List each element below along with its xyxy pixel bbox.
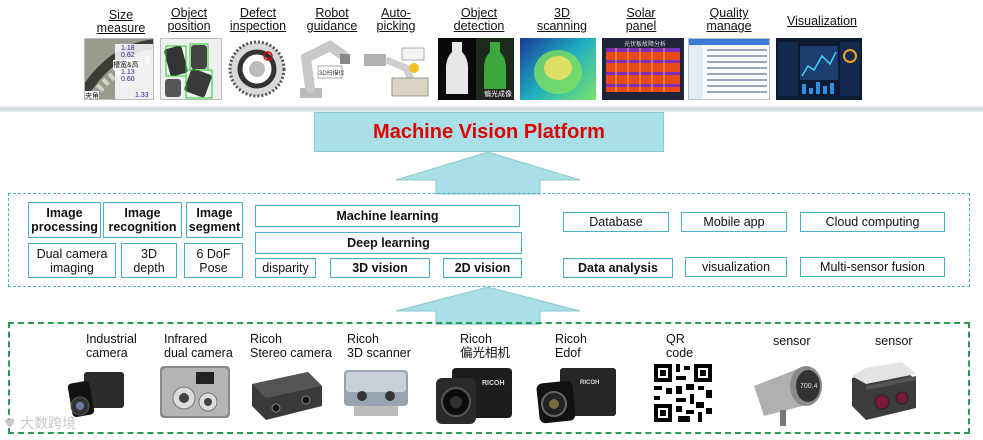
app-label-solar: Solar panel: [625, 6, 657, 33]
size-value-a: 1.18: [121, 45, 135, 52]
infrared-camera-image: [160, 366, 230, 418]
hw-label-sensor2: sensor: [875, 334, 913, 348]
defect-inspection-image: [226, 38, 288, 100]
app-label-defect: Defect inspection: [229, 6, 287, 33]
size-value-b: 0.62: [121, 52, 135, 59]
robot-guidance-graphic: [300, 40, 350, 98]
edof-ricoh-logo: RICOH: [580, 380, 600, 386]
image-recognition-box: Image recognition: [103, 202, 182, 238]
hw-label-infrared: Infrared dual camera: [164, 332, 233, 360]
app-label-scan3d: 3D scanning: [536, 6, 588, 33]
hw-label-scanner: Ricoh 3D scanner: [347, 332, 411, 360]
size-value-e: 0.60: [121, 76, 135, 83]
dof-6-pose-box: 6 DoF Pose: [184, 243, 243, 278]
qr-code-image: [652, 362, 714, 424]
deep-learning-box: Deep learning: [255, 232, 522, 254]
solar-panel-image: 光伏板故障分析: [602, 38, 684, 100]
visualization-image: [776, 38, 862, 100]
vision-3d-box: 3D vision: [330, 258, 430, 278]
sensor-laser-image: [852, 362, 916, 420]
core-technology-panel: [8, 193, 970, 287]
vision-2d-box: 2D vision: [443, 258, 522, 278]
hw-label-qr: QR code: [666, 332, 694, 360]
watermark-logo: ♥ 大数跨境: [4, 413, 76, 433]
dual-camera-imaging-box: Dual camera imaging: [28, 243, 116, 278]
robot-guidance-image: 3D扫描仪: [292, 38, 360, 100]
depth-3d-box: 3D depth: [121, 243, 177, 278]
stereo-camera-image: [252, 372, 322, 420]
quality-manage-image: [688, 38, 770, 100]
platform-divider: [0, 106, 983, 112]
size-value-g: 1.33: [135, 92, 149, 99]
polar-ricoh-logo: RICOH: [482, 380, 505, 387]
object-position-graphic: [161, 39, 221, 99]
auto-picking-graphic: [364, 47, 429, 97]
solar-panel-title: 光伏板故障分析: [624, 42, 667, 48]
auto-picking-image: [362, 38, 432, 100]
watermark-text: 大数跨境: [20, 416, 77, 432]
hardware-panel: [8, 322, 970, 434]
app-label-position: Object position: [167, 6, 211, 33]
multi-sensor-fusion-box: Multi-sensor fusion: [800, 257, 945, 277]
object-detection-image: 偏光成像: [438, 38, 514, 100]
hw-label-polar: Ricoh 偏光相机: [460, 332, 511, 360]
robot-scanner-tag: 3D扫描仪: [319, 71, 345, 77]
scanning-3d-image: [520, 38, 596, 100]
up-arrow-core: [395, 286, 581, 325]
data-analysis-box: Data analysis: [563, 258, 673, 278]
hw-label-stereo: Ricoh Stereo camera: [250, 332, 332, 360]
scanning-3d-graphic: [534, 50, 582, 94]
industrial-camera-image: [67, 372, 124, 418]
machine-vision-platform-title: Machine Vision Platform: [314, 112, 664, 152]
app-label-visual: Visualization: [787, 14, 857, 28]
object-detection-graphic: [438, 38, 514, 100]
database-box: Database: [563, 212, 669, 232]
sensor-display-value: 700.4: [800, 383, 818, 390]
size-value-d: 1.13: [121, 69, 135, 76]
size-tag-slot: 槽宽&高: [113, 60, 139, 70]
quality-manage-graphic: [689, 39, 769, 99]
sensor-thermometer-image: [754, 366, 822, 426]
hw-label-industrial: Industrial camera: [86, 332, 137, 360]
disparity-box: disparity: [255, 258, 316, 278]
app-label-size: Size measure: [96, 8, 146, 35]
size-tag-angle: 夹角: [85, 91, 99, 100]
app-label-detect: Object detection: [453, 6, 505, 33]
app-label-robot: Robot guidance: [306, 6, 358, 33]
hw-label-sensor1: sensor: [773, 334, 811, 348]
image-segment-box: Image segment: [186, 202, 243, 238]
solar-panel-graphic: [606, 48, 680, 92]
edof-camera-image: [536, 368, 616, 424]
object-position-image: [160, 38, 222, 100]
defect-inspection-graphic: [228, 40, 286, 98]
scanner-3d-image: [344, 370, 408, 416]
image-processing-box: Image processing: [28, 202, 101, 238]
cloud-computing-box: Cloud computing: [800, 212, 945, 232]
visualization-graphic: [778, 42, 860, 96]
size-measure-graphic: [85, 39, 153, 99]
hw-label-edof: Ricoh Edof: [555, 332, 587, 360]
app-label-quality: Quality manage: [706, 6, 752, 33]
polarization-camera-image: [436, 368, 512, 424]
mobile-app-box: Mobile app: [681, 212, 787, 232]
visualization-box: visualization: [685, 257, 787, 277]
size-measure-image: 1.18 0.62 槽宽&高 1.13 0.60 夹角 1.33: [84, 38, 154, 100]
app-label-autopick: Auto- picking: [376, 6, 416, 33]
machine-learning-box: Machine learning: [255, 205, 520, 227]
detection-polar-tag: 偏光成像: [484, 89, 512, 99]
up-arrow-platform: [395, 151, 581, 195]
watermark-icon: ♥: [4, 417, 16, 432]
